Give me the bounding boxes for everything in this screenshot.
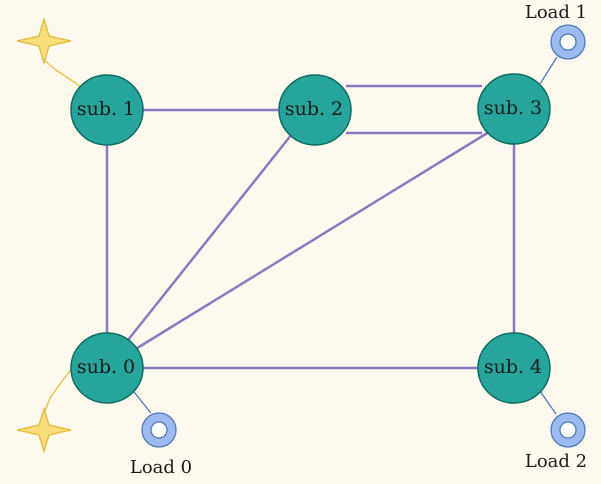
loads: Load 0 Load 1 Load 2 [130, 2, 587, 478]
line-sub0-sub2[interactable] [127, 133, 293, 341]
load-link-2 [539, 390, 557, 415]
load-label: Load 2 [525, 451, 587, 472]
generator-links [43, 59, 83, 415]
load-1[interactable]: Load 1 [525, 2, 587, 60]
substation-3[interactable]: sub. 3 [477, 73, 551, 145]
substation-label: sub. 0 [77, 356, 135, 378]
substation-4[interactable]: sub. 4 [477, 332, 551, 404]
generator-link-0 [43, 59, 83, 89]
load-link-0 [133, 391, 152, 414]
substations: sub. 1 sub. 2 sub. 3 sub. 0 sub. 4 [70, 73, 551, 404]
star-icon[interactable] [16, 406, 72, 454]
load-label: Load 0 [130, 457, 192, 478]
power-lines [105, 84, 516, 370]
substation-2[interactable]: sub. 2 [278, 74, 352, 146]
substation-label: sub. 4 [484, 356, 542, 378]
generators [16, 16, 72, 454]
load-links [133, 56, 558, 415]
star-icon[interactable] [16, 16, 72, 66]
load-2[interactable]: Load 2 [525, 412, 587, 472]
line-sub0-sub3[interactable] [133, 130, 490, 352]
load-0[interactable]: Load 0 [130, 412, 192, 478]
substation-0[interactable]: sub. 0 [70, 332, 144, 404]
load-label: Load 1 [525, 2, 587, 23]
load-link-1 [539, 56, 558, 85]
substation-label: sub. 2 [285, 98, 343, 120]
substation-1[interactable]: sub. 1 [70, 74, 144, 146]
generator-link-1 [43, 367, 73, 415]
substation-label: sub. 1 [77, 98, 135, 120]
substation-label: sub. 3 [484, 97, 542, 119]
